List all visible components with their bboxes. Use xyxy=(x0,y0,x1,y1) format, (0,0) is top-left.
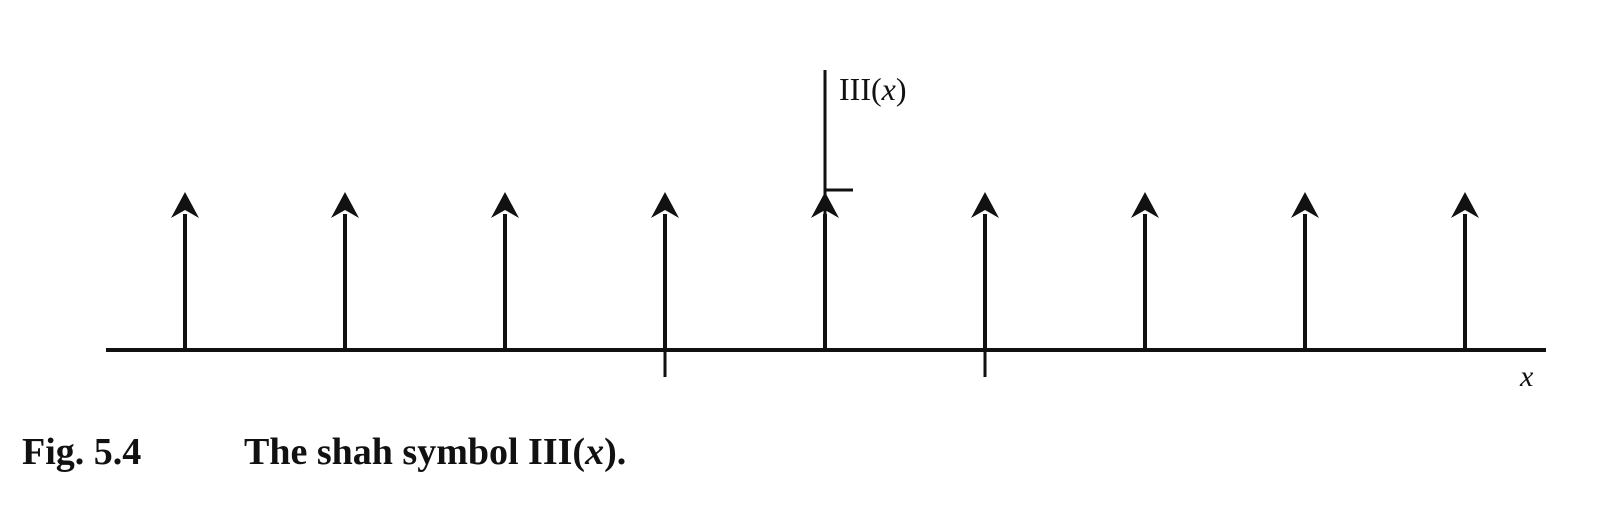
impulse-arrowhead xyxy=(491,192,519,218)
impulse-arrow xyxy=(491,192,519,350)
caption-text-prefix: The shah symbol III( xyxy=(244,431,586,473)
impulse-arrowhead xyxy=(1291,192,1319,218)
impulse-arrow xyxy=(811,192,839,350)
function-label-prefix: III( xyxy=(839,71,882,107)
caption-text-var: x xyxy=(585,431,605,473)
impulse-arrowhead xyxy=(651,192,679,218)
function-label-var: x xyxy=(881,71,896,107)
shah-function-diagram: III(x) x xyxy=(106,70,1546,393)
impulse-arrow xyxy=(971,192,999,350)
function-label-suffix: ) xyxy=(896,71,907,107)
impulse-arrowhead xyxy=(331,192,359,218)
impulse-arrowhead xyxy=(1131,192,1159,218)
impulse-arrowhead xyxy=(1451,192,1479,218)
impulse-arrow xyxy=(651,192,679,350)
x-axis-label: x xyxy=(1519,360,1534,393)
impulse-arrow xyxy=(171,192,199,350)
caption-text-suffix: ). xyxy=(604,431,627,473)
impulse-arrow xyxy=(1451,192,1479,350)
impulse-arrow xyxy=(1131,192,1159,350)
impulse-train xyxy=(171,192,1479,350)
impulse-arrowhead xyxy=(811,192,839,218)
function-label: III(x) xyxy=(839,71,906,107)
impulse-arrowhead xyxy=(171,192,199,218)
figure-number: Fig. 5.4 xyxy=(22,431,142,473)
impulse-arrow xyxy=(1291,192,1319,350)
impulse-arrowhead xyxy=(971,192,999,218)
impulse-arrow xyxy=(331,192,359,350)
figure-caption: Fig. 5.4 The shah symbol III(x). xyxy=(22,430,626,474)
